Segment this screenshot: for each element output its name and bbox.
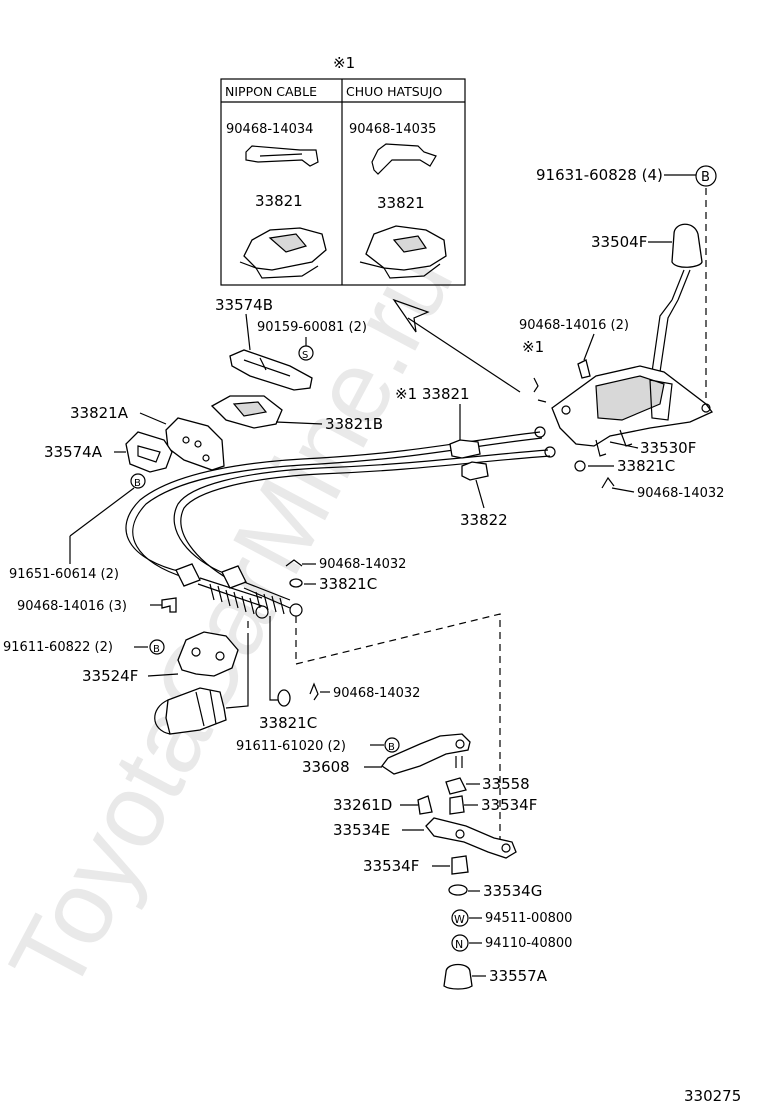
cable-grommet-33822 xyxy=(461,461,489,481)
clip-90468-14016-b xyxy=(161,597,177,613)
callout-33574B: 33574B xyxy=(215,296,273,314)
small-clip-note xyxy=(533,377,547,403)
washer-w-symbol: W xyxy=(451,909,469,927)
cable-grommet-33821 xyxy=(449,439,481,459)
washer-33821C-b xyxy=(289,578,303,588)
bushing-33558 xyxy=(445,777,467,795)
arrow-to-table xyxy=(407,317,521,393)
cap-33557A xyxy=(443,963,473,990)
callout-90468-14032-c: 90468-14032 xyxy=(333,686,420,701)
callout-33608: 33608 xyxy=(302,758,350,776)
watermark: ToyotaCarMine.ru xyxy=(0,232,476,1011)
svg-text:B: B xyxy=(134,478,141,489)
callout-33261D: 33261D xyxy=(333,796,392,814)
washer-33821C-a xyxy=(574,460,586,472)
note-mark-right: ※1 xyxy=(522,338,544,356)
svg-text:W: W xyxy=(454,913,465,926)
callout-33557A: 33557A xyxy=(489,967,548,985)
svg-text:B: B xyxy=(153,644,160,655)
cover-chuo-drawing xyxy=(359,225,447,279)
callout-33534F-b: 33534F xyxy=(363,857,419,875)
arrow-head xyxy=(392,298,430,333)
callout-33524F: 33524F xyxy=(82,667,138,685)
callout-91611-61020: 91611-61020 (2) xyxy=(236,739,346,754)
cover-nippon-drawing xyxy=(239,227,327,279)
callout-91611-60822: 91611-60822 (2) xyxy=(3,640,113,655)
bolt-b-symbol-left: B xyxy=(130,473,146,489)
svg-text:N: N xyxy=(455,938,463,951)
callout-33558: 33558 xyxy=(482,775,530,793)
callout-33534F-a: 33534F xyxy=(481,796,537,814)
callout-94110-40800: 94110-40800 xyxy=(485,936,572,951)
svg-text:S: S xyxy=(302,350,308,361)
washer-33821C-c xyxy=(277,689,291,707)
diagram-number: 330275 xyxy=(684,1087,741,1105)
table-note-mark: ※1 xyxy=(333,54,355,72)
bolt-b-symbol-mid: B xyxy=(149,639,165,655)
transaxle-boot xyxy=(165,687,227,735)
cover-part-chuo: 33821 xyxy=(377,194,425,212)
callout-33530F: 33530F xyxy=(640,439,696,457)
clip-part-nippon: 90468-14034 xyxy=(226,122,313,137)
shift-knob xyxy=(671,223,703,268)
bushing-33261D xyxy=(417,795,433,815)
callout-33534E: 33534E xyxy=(333,821,390,839)
washer-33534G xyxy=(448,884,468,896)
callout-90468-14016-b: 90468-14016 (3) xyxy=(17,599,127,614)
callout-33821A: 33821A xyxy=(70,404,129,422)
callout-33822: 33822 xyxy=(460,511,508,529)
callout-94511-00800: 94511-00800 xyxy=(485,911,572,926)
clip-90468-14032-c xyxy=(309,682,319,701)
callout-90468-14032-b: 90468-14032 xyxy=(319,557,406,572)
lever-33608 xyxy=(381,733,471,775)
clip-nippon-drawing xyxy=(245,145,319,167)
shift-lever-assembly xyxy=(551,223,714,457)
clip-part-chuo: 90468-14035 xyxy=(349,122,436,137)
callout-33504F: 33504F xyxy=(591,233,647,251)
callout-33534G: 33534G xyxy=(483,882,542,900)
bushing-33534F-b xyxy=(451,855,469,875)
lever-33534E xyxy=(425,817,517,859)
callout-91651-60614: 91651-60614 (2) xyxy=(9,567,119,582)
callout-90468-14016-a: 90468-14016 (2) xyxy=(519,318,629,333)
bushing-33534F-a xyxy=(449,795,465,815)
svg-text:B: B xyxy=(701,170,710,185)
callout-33574A: 33574A xyxy=(44,443,103,461)
nut-n-symbol: N xyxy=(451,934,469,952)
shift-cables xyxy=(125,426,556,619)
variant-table: ※1 NIPPON CABLE CHUO HATSUJO 90468-14034… xyxy=(220,54,466,286)
callout-91631-60828: 91631-60828 (4) xyxy=(536,166,663,184)
cover-part-nippon: 33821 xyxy=(255,192,303,210)
callout-33821-cable: ※1 33821 xyxy=(395,385,470,403)
callout-90159-60081: 90159-60081 (2) xyxy=(257,320,367,335)
table-header-nippon-cable: NIPPON CABLE xyxy=(225,84,317,99)
bolt-b-symbol-top: B xyxy=(695,165,717,187)
clip-chuo-drawing xyxy=(371,143,437,175)
bracket-33524F xyxy=(177,631,239,677)
dashed-link-line xyxy=(295,613,501,840)
svg-text:B: B xyxy=(388,742,395,753)
callout-90468-14032-a: 90468-14032 xyxy=(637,486,724,501)
callout-33821C-c: 33821C xyxy=(259,714,317,732)
callout-33821B: 33821B xyxy=(325,415,383,433)
callout-33821C-b: 33821C xyxy=(319,575,377,593)
clip-90468-14032-b xyxy=(285,559,303,567)
table-header-chuo-hatsujo: CHUO HATSUJO xyxy=(346,84,442,99)
table-frame xyxy=(220,78,466,286)
bolt-b-symbol-low: B xyxy=(384,737,400,753)
plate-33574A xyxy=(125,431,173,473)
callout-33821C-a: 33821C xyxy=(617,457,675,475)
